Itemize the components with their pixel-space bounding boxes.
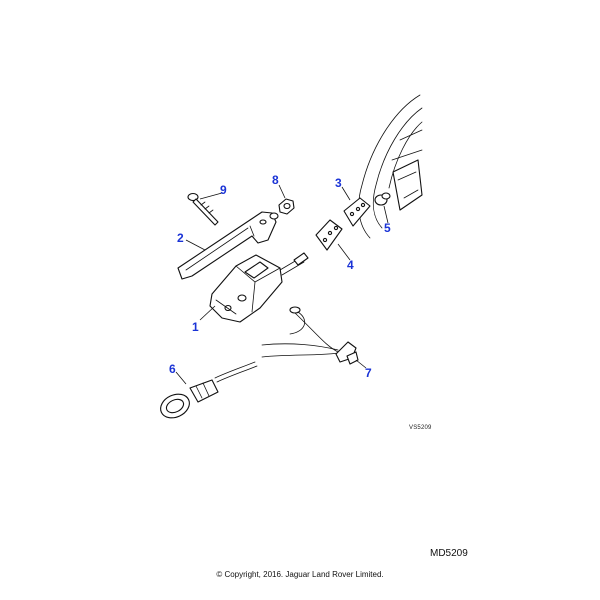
callout-4: 4 bbox=[347, 258, 354, 272]
part-9-bolt bbox=[187, 192, 219, 226]
callout-3: 3 bbox=[335, 176, 342, 190]
callout-5: 5 bbox=[384, 221, 391, 235]
callout-7: 7 bbox=[365, 366, 372, 380]
part-8-nut bbox=[278, 198, 295, 215]
copyright-notice: © Copyright, 2016. Jaguar Land Rover Lim… bbox=[216, 570, 384, 579]
drawing-number: MD5209 bbox=[430, 548, 468, 559]
part-7-clip bbox=[335, 341, 359, 365]
leader-lines bbox=[175, 184, 389, 385]
release-cable bbox=[214, 306, 339, 383]
part-6-release-handle bbox=[160, 379, 219, 419]
callout-2: 2 bbox=[177, 231, 184, 245]
callout-1: 1 bbox=[192, 320, 199, 334]
callout-8: 8 bbox=[272, 173, 279, 187]
part-2-bracket bbox=[177, 211, 279, 280]
callout-9: 9 bbox=[220, 183, 227, 197]
callout-6: 6 bbox=[169, 362, 176, 376]
part-5-grommet bbox=[374, 192, 391, 206]
body-panel bbox=[358, 94, 423, 239]
part-1-actuator bbox=[209, 252, 309, 323]
reference-code: VS5209 bbox=[409, 425, 432, 431]
part-3-plate bbox=[343, 197, 371, 227]
part-4-plate bbox=[315, 219, 343, 251]
